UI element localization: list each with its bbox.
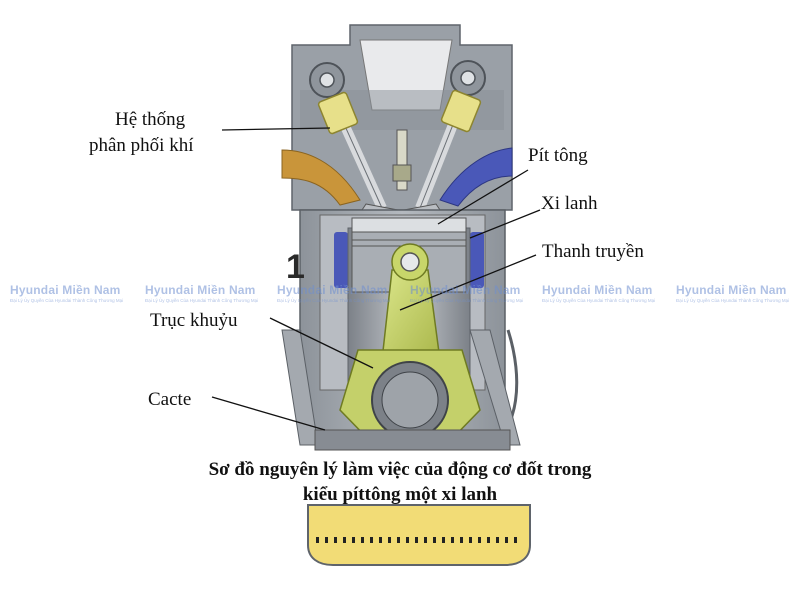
spark-plug: [392, 129, 412, 191]
leader-cylinder: [469, 209, 541, 239]
leader-crankshaft: [269, 317, 374, 369]
diagram-caption: Sơ đồ nguyên lý làm việc của động cơ đốt…: [60, 457, 740, 507]
crankshaft: [339, 349, 481, 446]
caption-line-1: Sơ đồ nguyên lý làm việc của động cơ đốt…: [208, 459, 592, 480]
label-piston: Pít tông: [528, 145, 588, 166]
stroke-number: 1: [286, 248, 305, 286]
label-crankcase: Cacte: [148, 389, 192, 410]
watermark-name: Hyundai Miền Nam: [277, 283, 388, 297]
coolant-jacket-left: [334, 232, 348, 288]
leader-valve-system: [221, 127, 331, 131]
watermark-subtitle: Đại Lý Ủy Quyền Của Hyundai Thành Công T…: [10, 298, 124, 303]
oil-pan: [307, 504, 531, 566]
leader-connecting-rod: [399, 254, 537, 311]
watermark: Hyundai Miền Nam Đại Lý Ủy Quyền Của Hyu…: [542, 283, 655, 303]
watermark: Hyundai Miền Nam Đại Lý Ủy Quyền Của Hyu…: [145, 283, 258, 303]
watermark-subtitle: Đại Lý Ủy Quyền Của Hyundai Thành Công T…: [676, 298, 790, 303]
label-valve-system-line1: Hệ thống: [115, 109, 186, 130]
watermark-subtitle: Đại Lý Ủy Quyền Của Hyundai Thành Công T…: [277, 298, 391, 303]
coolant-jacket-right: [470, 232, 484, 288]
intake-port: [281, 149, 361, 206]
watermark: Hyundai Miền Nam Đại Lý Ủy Quyền Của Hyu…: [410, 283, 523, 303]
watermark-name: Hyundai Miền Nam: [10, 283, 121, 297]
watermark-name: Hyundai Miền Nam: [410, 283, 521, 297]
caption-line-2: kiểu píttông một xi lanh: [302, 484, 498, 505]
watermark-subtitle: Đại Lý Ủy Quyền Của Hyundai Thành Công T…: [410, 298, 524, 303]
watermark: Hyundai Miền Nam Đại Lý Ủy Quyền Của Hyu…: [676, 283, 789, 303]
label-valve-system-line2: phân phối khí: [89, 135, 194, 156]
label-valve-system-2: phân phối khí: [89, 134, 194, 158]
camshaft-left: [309, 62, 345, 98]
watermark-subtitle: Đại Lý Ủy Quyền Của Hyundai Thành Công T…: [542, 298, 656, 303]
watermark: Hyundai Miền Nam Đại Lý Ủy Quyền Của Hyu…: [10, 283, 123, 303]
crankcase: [281, 329, 521, 451]
exhaust-port: [439, 147, 513, 207]
watermark-name: Hyundai Miền Nam: [542, 283, 653, 297]
leader-piston: [437, 169, 529, 225]
label-cylinder: Xi lanh: [541, 193, 598, 214]
label-crankshaft: Trục khuỷu: [150, 310, 238, 331]
watermark-name: Hyundai Miền Nam: [676, 283, 787, 297]
label-connecting-rod: Thanh truyền: [542, 241, 644, 262]
connecting-rod: [381, 243, 441, 361]
leader-lines: [211, 127, 541, 431]
label-valve-system: Hệ thống: [115, 108, 185, 132]
watermark: Hyundai Miền Nam Đại Lý Ủy Quyền Của Hyu…: [277, 283, 390, 303]
watermark-subtitle: Đại Lý Ủy Quyền Của Hyundai Thành Công T…: [145, 298, 259, 303]
watermark-name: Hyundai Miền Nam: [145, 283, 256, 297]
leader-crankcase: [211, 396, 326, 431]
